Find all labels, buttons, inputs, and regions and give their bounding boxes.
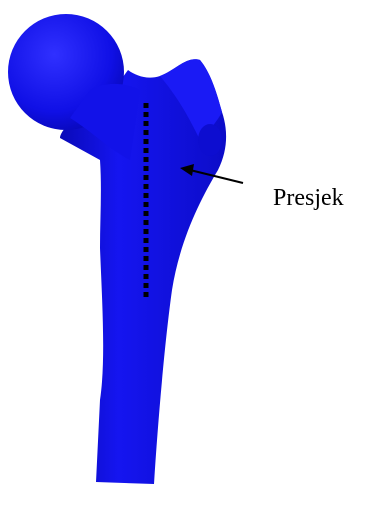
section-label: Presjek <box>273 184 344 212</box>
lesser-trochanter <box>198 124 222 156</box>
